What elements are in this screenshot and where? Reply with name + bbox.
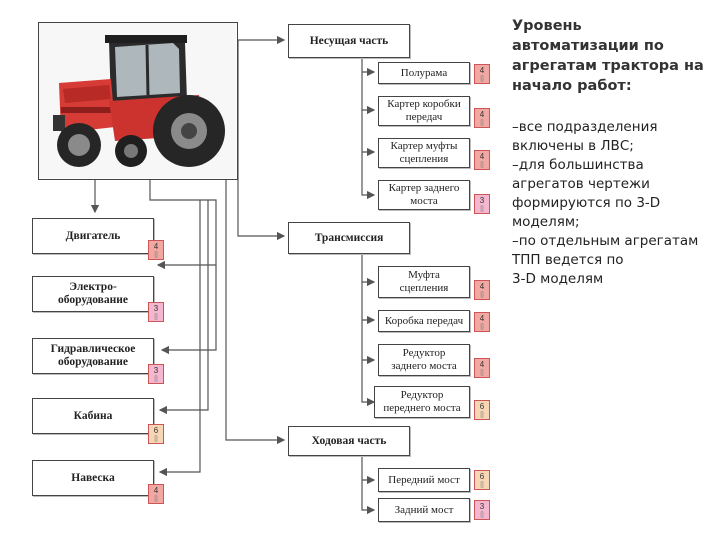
cabin-level-badge: 6[] — [148, 424, 164, 444]
front-axle-label: Передний мост — [388, 473, 460, 486]
half-frame-level-sub: [] — [480, 76, 484, 82]
engine-label: Двигатель — [65, 229, 121, 242]
summary-title: Уровень автоматизации по агрегатам тракт… — [512, 18, 704, 94]
hydraulic-level-badge: 3[] — [148, 364, 164, 384]
hydraulic-box: Гидравлическое оборудование — [32, 338, 154, 374]
hydraulic-label: Гидравлическое оборудование — [50, 343, 136, 368]
electrical-box: Электро- оборудование — [32, 276, 154, 312]
clutch-level-badge: 4[] — [474, 280, 490, 300]
hydraulic-level-sub: [] — [154, 376, 158, 382]
cabin-level-sub: [] — [154, 436, 158, 442]
hitch-level-sub: [] — [154, 496, 158, 502]
hitch-label: Навеска — [71, 471, 115, 484]
group-running-gear: Ходовая часть — [288, 426, 410, 456]
rear-reducer-level-sub: [] — [480, 370, 484, 376]
automation-summary: Уровень автоматизации по агрегатам тракт… — [512, 16, 712, 289]
group-transmission-label: Трансмиссия — [314, 231, 384, 244]
rear-axle-case-level-sub: [] — [480, 206, 484, 212]
group-chassis-frame: Несущая часть — [288, 24, 410, 58]
hitch-level: 4 — [153, 486, 159, 495]
half-frame-box: Полурама — [378, 62, 470, 84]
rear-reducer-level-badge: 4[] — [474, 358, 490, 378]
front-axle-level-badge: 6[] — [474, 470, 490, 490]
rear-axle-level-sub: [] — [480, 512, 484, 518]
front-axle-box: Передний мост — [378, 468, 470, 492]
gearbox-case-level-sub: [] — [480, 120, 484, 126]
gearbox-level-sub: [] — [480, 324, 484, 330]
rear-axle-case-level: 3 — [479, 196, 485, 205]
front-reducer-level-badge: 6[] — [474, 400, 490, 420]
gearbox-box: Коробка передач — [378, 310, 470, 332]
engine-level: 4 — [153, 242, 159, 251]
cabin-level: 6 — [153, 426, 159, 435]
clutch-case-level-badge: 4[] — [474, 150, 490, 170]
summary-body: –все подразделения включены в ЛВС; –для … — [512, 119, 699, 287]
front-axle-level: 6 — [479, 472, 485, 481]
electrical-level: 3 — [153, 304, 159, 313]
clutch-case-box: Картер муфты сцепления — [378, 138, 470, 168]
rear-reducer-label: Редуктор заднего моста — [391, 347, 457, 372]
clutch-level: 4 — [479, 282, 485, 291]
half-frame-level-badge: 4[] — [474, 64, 490, 84]
electrical-label: Электро- оборудование — [58, 281, 128, 306]
gearbox-level: 4 — [479, 314, 485, 323]
electrical-level-sub: [] — [154, 314, 158, 320]
gearbox-case-label: Картер коробки передач — [387, 98, 461, 123]
tractor-icon — [39, 23, 236, 178]
clutch-box: Муфта сцепления — [378, 266, 470, 298]
rear-axle-level-badge: 3[] — [474, 500, 490, 520]
gearbox-case-box: Картер коробки передач — [378, 96, 470, 126]
hitch-box: Навеска — [32, 460, 154, 496]
half-frame-level: 4 — [479, 66, 485, 75]
cabin-label: Кабина — [73, 409, 113, 422]
clutch-case-label: Картер муфты сцепления — [390, 140, 458, 165]
clutch-label: Муфта сцепления — [399, 269, 449, 294]
engine-level-sub: [] — [154, 252, 158, 258]
front-axle-level-sub: [] — [480, 482, 484, 488]
group-chassis-frame-label: Несущая часть — [309, 34, 389, 47]
front-reducer-level-sub: [] — [480, 412, 484, 418]
rear-axle-case-label: Картер заднего моста — [388, 182, 460, 207]
gearbox-case-level: 4 — [479, 110, 485, 119]
rear-reducer-box: Редуктор заднего моста — [378, 344, 470, 376]
rear-axle-level: 3 — [479, 502, 485, 511]
rear-axle-label: Задний мост — [394, 503, 454, 516]
rear-axle-case-box: Картер заднего моста — [378, 180, 470, 210]
engine-level-badge: 4[] — [148, 240, 164, 260]
gearbox-label: Коробка передач — [384, 314, 464, 327]
rear-reducer-level: 4 — [479, 360, 485, 369]
clutch-case-level: 4 — [479, 152, 485, 161]
clutch-case-level-sub: [] — [480, 162, 484, 168]
front-reducer-label: Редуктор переднего моста — [383, 389, 461, 414]
clutch-level-sub: [] — [480, 292, 484, 298]
rear-axle-box: Задний мост — [378, 498, 470, 522]
rear-axle-case-level-badge: 3[] — [474, 194, 490, 214]
electrical-level-badge: 3[] — [148, 302, 164, 322]
engine-box: Двигатель — [32, 218, 154, 254]
cabin-box: Кабина — [32, 398, 154, 434]
half-frame-label: Полурама — [400, 66, 448, 79]
hydraulic-level: 3 — [153, 366, 159, 375]
tractor-image — [38, 22, 238, 180]
front-reducer-level: 6 — [479, 402, 485, 411]
gearbox-level-badge: 4[] — [474, 312, 490, 332]
hitch-level-badge: 4[] — [148, 484, 164, 504]
group-transmission: Трансмиссия — [288, 222, 410, 254]
group-running-gear-label: Ходовая часть — [311, 434, 387, 447]
gearbox-case-level-badge: 4[] — [474, 108, 490, 128]
front-reducer-box: Редуктор переднего моста — [374, 386, 470, 418]
